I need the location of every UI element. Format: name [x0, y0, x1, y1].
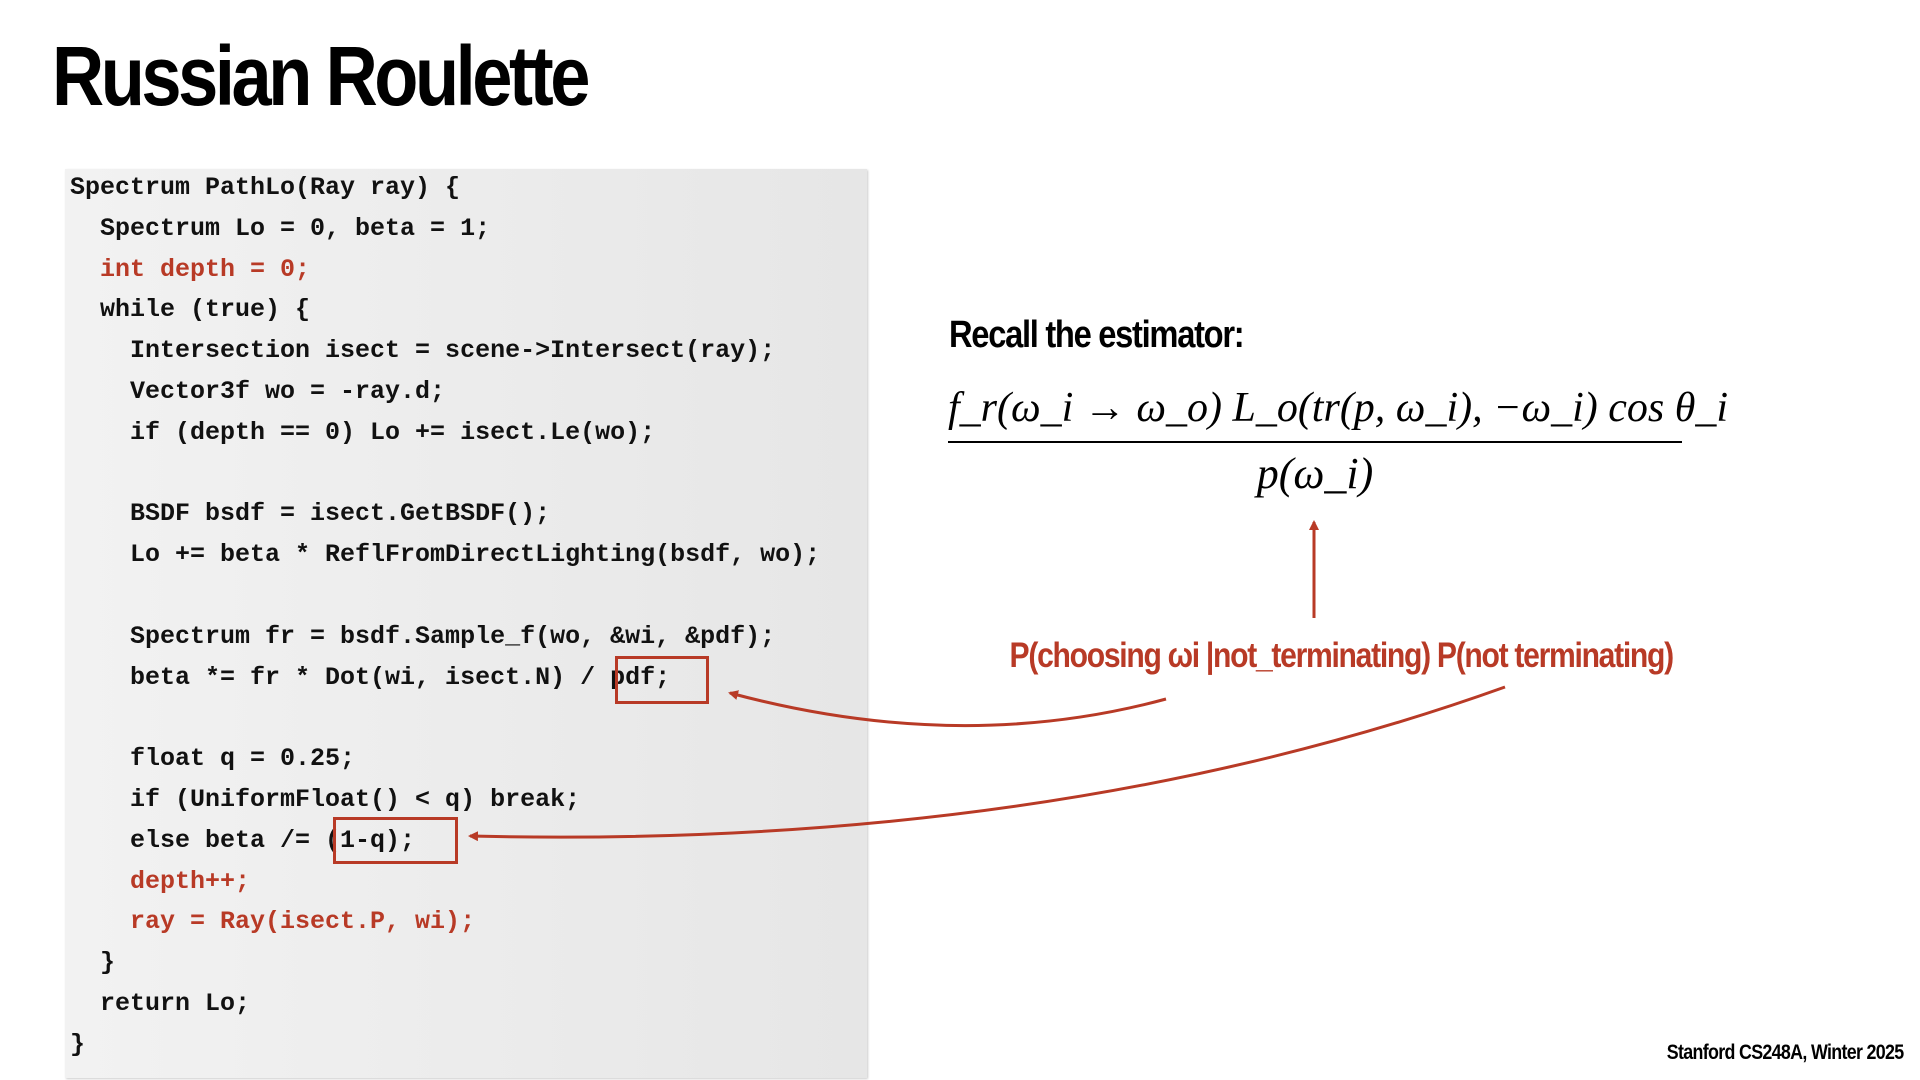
formula-numerator: f_r(ω_i → ω_o) L_o(tr(p, ω_i), −ω_i) cos… — [948, 385, 1729, 431]
code-line: BSDF bsdf = isect.GetBSDF(); — [70, 499, 551, 529]
formula-denominator: p(ω_i) — [1256, 449, 1374, 498]
code-line: Spectrum Lo = 0, beta = 1; — [70, 213, 491, 243]
code-line: else beta /= (1-q); — [70, 825, 416, 855]
code-line: ray = Ray(isect.P, wi); — [70, 907, 476, 937]
code-line: while (true) { — [70, 295, 311, 325]
fraction-line — [948, 441, 1682, 443]
slide-title: Russian Roulette — [52, 29, 590, 123]
pdf-highlight-box — [615, 656, 709, 704]
code-line: int depth = 0; — [70, 254, 311, 284]
code-line: if (UniformFloat() < q) break; — [70, 784, 581, 814]
code-line: Spectrum PathLo(Ray ray) { — [70, 173, 461, 202]
code-line: beta *= fr * Dot(wi, isect.N) / pdf; — [70, 662, 671, 692]
code-line: Lo += beta * ReflFromDirectLighting(bsdf… — [70, 540, 821, 570]
code-line: if (depth == 0) Lo += isect.Le(wo); — [70, 417, 656, 447]
arrow-to-pdf — [728, 690, 1167, 728]
code-panel — [65, 169, 867, 1078]
recall-heading: Recall the estimator: — [949, 314, 1245, 356]
probability-label: P(choosing ωi |not_terminating) P(not te… — [1009, 636, 1675, 675]
code-line: Intersection isect = scene->Intersect(ra… — [70, 336, 776, 366]
code-line: Spectrum fr = bsdf.Sample_f(wo, &wi, &pd… — [70, 621, 776, 651]
code-listing: Spectrum PathLo(Ray ray) { Spectrum Lo =… — [70, 170, 820, 1068]
code-line: Vector3f wo = -ray.d; — [70, 376, 446, 406]
arrow-to-one-minus-q — [468, 685, 1506, 842]
code-line: } — [70, 948, 116, 978]
code-line: depth++; — [70, 866, 251, 896]
code-line: } — [70, 1029, 86, 1059]
code-line: float q = 0.25; — [70, 744, 356, 774]
code-line: return Lo; — [70, 988, 251, 1018]
footer-credit: Stanford CS248A, Winter 2025 — [1667, 1041, 1904, 1064]
one-minus-q-highlight-box — [333, 817, 458, 864]
